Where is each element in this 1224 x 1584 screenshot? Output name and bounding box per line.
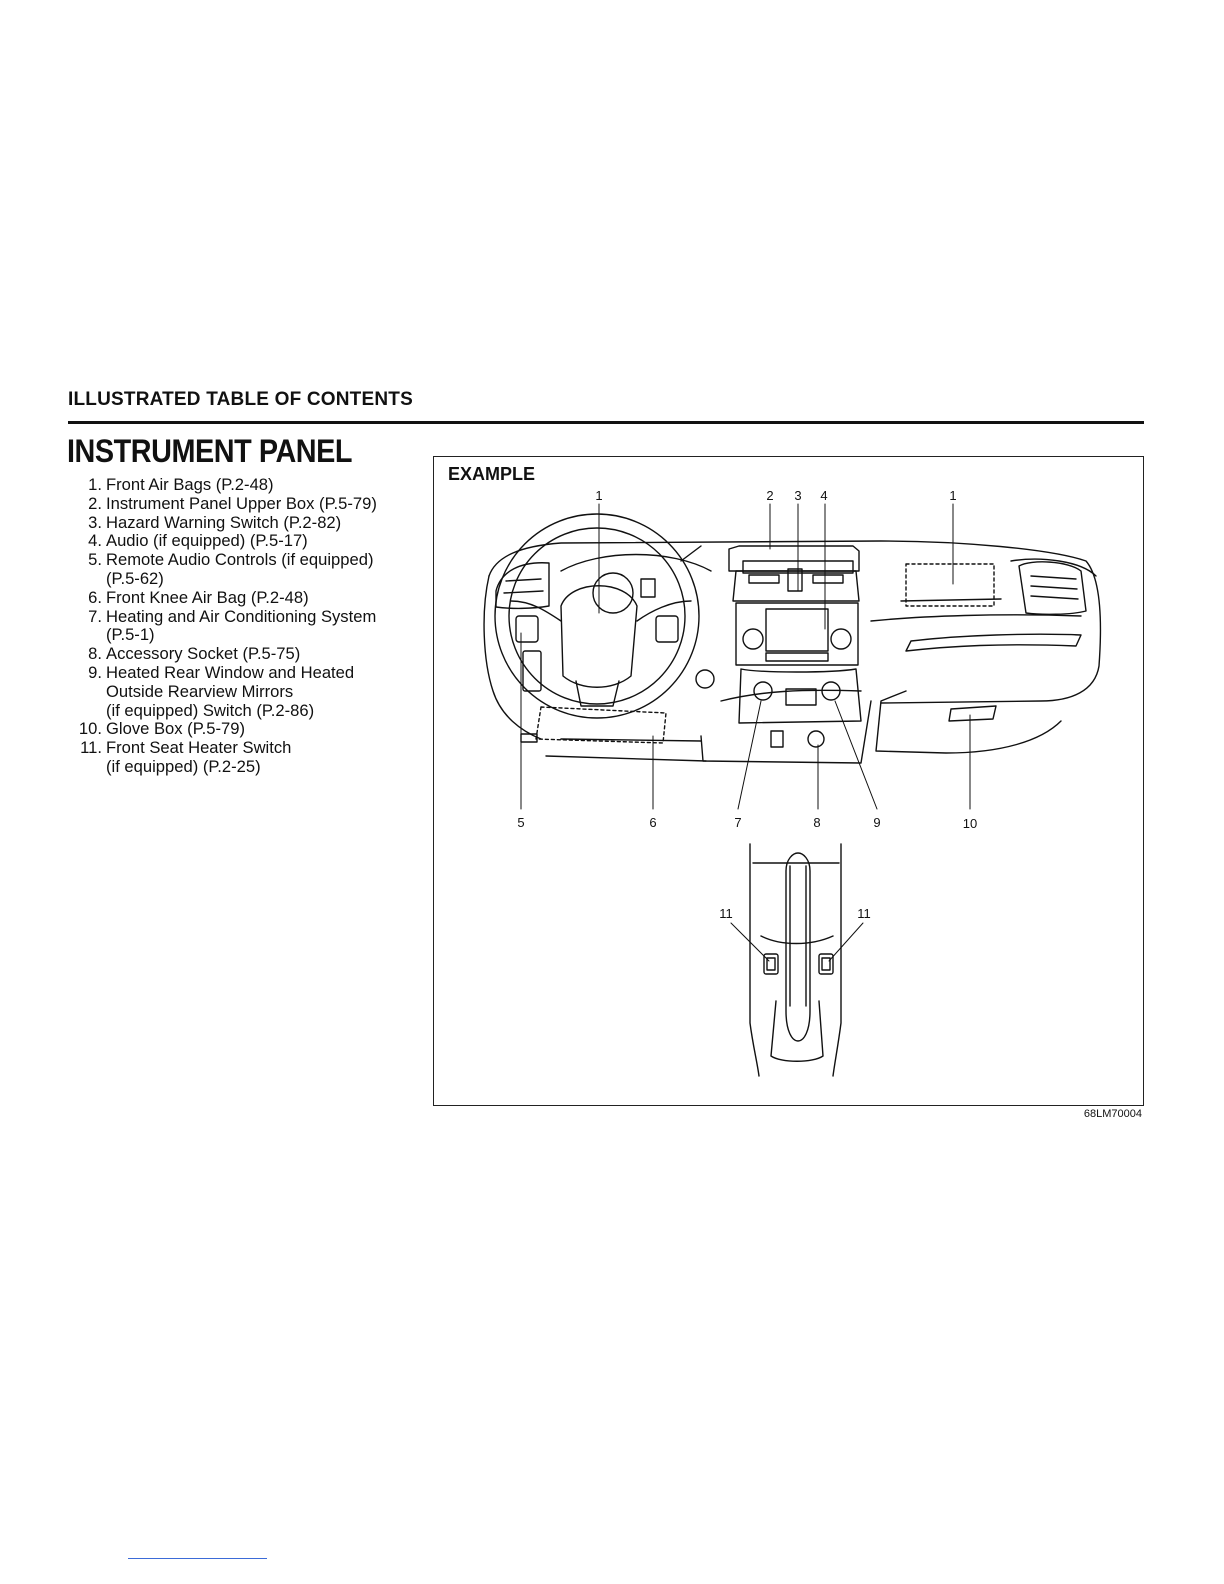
item-text: Audio (if equipped) (P.5-17) [106,531,308,551]
item-text-continued: (P.5-62) [106,568,164,588]
list-item: 3. Hazard Warning Switch (P.2-82) [68,512,413,533]
list-item: 10. Glove Box (P.5-79) [68,720,413,739]
item-text: Front Knee Air Bag (P.2-48) [106,587,309,607]
list-item: 4. Audio (if equipped) (P.5-17) [68,532,413,551]
dashboard-outline [483,540,1102,764]
callout-3: 3 [794,488,801,503]
leader-lines [520,503,971,962]
callout-11-right: 11 [857,906,871,921]
item-text-continued: (P.5-1) [106,625,155,645]
section-divider [68,421,1144,424]
item-number: 7. [88,606,102,626]
left-vent [495,562,550,610]
callout-8: 8 [813,815,820,830]
callout-6: 6 [649,815,656,830]
item-number: 2. [88,493,102,513]
center-console [749,843,842,1077]
callout-10: 10 [963,816,977,831]
item-number: 3. [88,512,102,532]
item-number: 8. [88,644,102,664]
item-number: 1. [88,475,102,494]
item-number: 6. [88,587,102,607]
list-item: 6. Front Knee Air Bag (P.2-48) [68,587,413,608]
glove-box-handle [948,705,997,722]
item-text-continued: (if equipped) (P.2-25) [106,756,261,776]
page-title: INSTRUMENT PANEL [67,433,353,469]
section-header: ILLUSTRATED TABLE OF CONTENTS [68,389,413,410]
callout-2: 2 [766,488,773,503]
callout-4: 4 [820,488,827,503]
list-item: 7. Heating and Air Conditioning System (… [68,606,413,646]
list-item: 5. Remote Audio Controls (if equipped) (… [68,550,413,589]
item-text-continued: Outside Rearview Mirrors [106,681,294,701]
callout-11-left: 11 [719,906,733,921]
list-item: 11. Front Seat Heater Switch (if equippe… [68,738,413,777]
callout-5: 5 [517,815,524,830]
item-number: 5. [88,550,102,570]
item-number: 11. [80,738,102,758]
figure-label: EXAMPLE [448,464,535,484]
callout-1-right: 1 [949,488,956,503]
item-text: Front Air Bags (P.2-48) [106,475,274,494]
list-item: 8. Accessory Socket (P.5-75) [68,644,413,664]
figure-box: EXAMPLE [433,456,1144,1106]
right-vent [1018,561,1087,616]
item-number: 4. [88,531,102,551]
steering-wheel [494,513,700,719]
list-item: 9. Heated Rear Window and Heated Outside… [68,662,413,720]
contents-list: 1. Front Air Bags (P.2-48) 2. Instrument… [68,475,413,777]
center-stack [695,545,862,748]
list-item: 2. Instrument Panel Upper Box (P.5-79) [68,493,413,514]
item-text: Accessory Socket (P.5-75) [106,644,301,664]
figure-code: 68LM70004 [1083,1108,1142,1120]
item-text-continued: (if equipped) Switch (P.2-86) [106,700,315,720]
callout-7: 7 [734,815,741,830]
item-text: Front Seat Heater Switch [106,738,292,758]
callout-1-left: 1 [595,488,602,503]
item-number: 9. [88,662,102,682]
footer-rule [128,1558,267,1559]
item-text: Heating and Air Conditioning System [106,606,377,626]
instrument-panel-illustration: EXAMPLE [448,464,1102,1077]
item-number: 10. [78,719,102,739]
list-item: 1. Front Air Bags (P.2-48) [68,475,413,495]
hood-release [520,733,538,743]
knee-airbag-outline [535,706,667,744]
item-text: Instrument Panel Upper Box (P.5-79) [106,493,377,513]
callout-9: 9 [873,815,880,830]
passenger-airbag-outline [905,563,995,607]
item-text: Glove Box (P.5-79) [106,719,245,739]
item-text: Hazard Warning Switch (P.2-82) [106,512,342,532]
item-text: Remote Audio Controls (if equipped) [106,550,374,570]
item-text: Heated Rear Window and Heated [106,662,355,682]
instrument-cluster [560,553,712,614]
